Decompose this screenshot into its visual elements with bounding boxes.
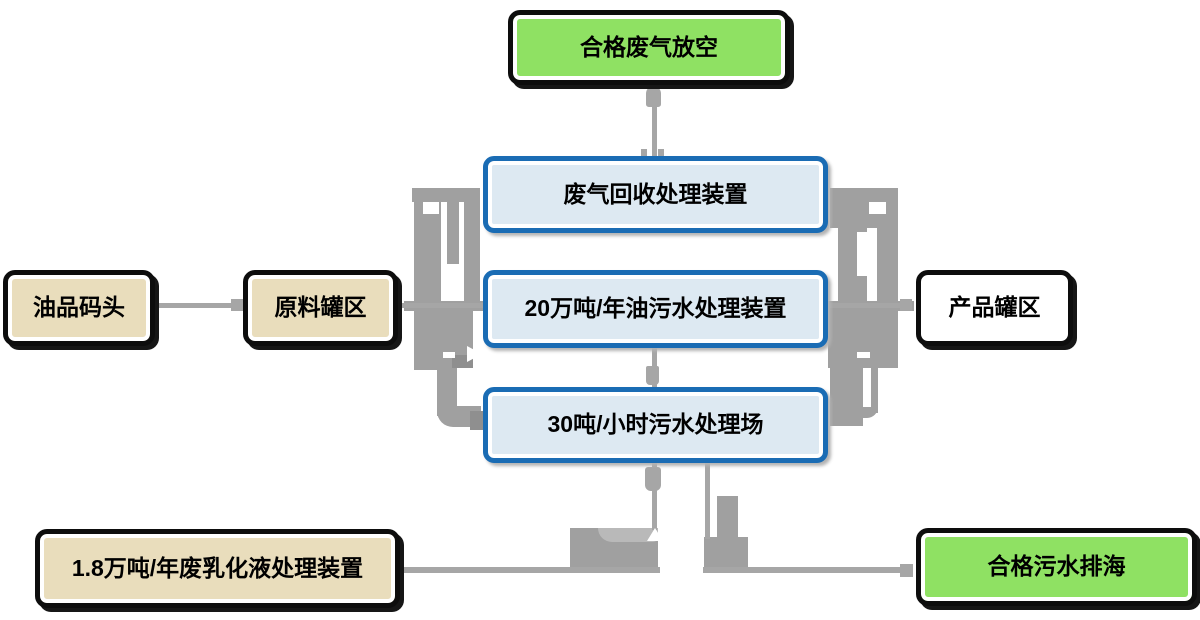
silhouette-cutout: [443, 352, 455, 358]
connector-sewage-down-1: [652, 462, 657, 530]
silhouette-shape: [464, 188, 480, 308]
silhouette-shape: [470, 411, 483, 430]
white-arrow-right-icon: [467, 346, 482, 362]
building: [704, 537, 748, 570]
node-qualified-waste-gas-vent: 合格废气放空: [508, 10, 790, 85]
node-label: 合格废气放空: [580, 33, 718, 60]
node-oil-dock: 油品码头: [3, 270, 155, 346]
silhouette-shape: [447, 188, 459, 264]
node-product-tank-area: 产品罐区: [916, 270, 1073, 346]
silhouette-shape: [828, 311, 898, 368]
node-oily-water-treatment-unit: 20万吨/年油污水处理装置: [483, 270, 828, 348]
node-label: 30吨/小时污水处理场: [547, 411, 764, 438]
connector-nub: [231, 299, 243, 311]
vessel-icon: [645, 467, 661, 491]
node-label: 20万吨/年油污水处理装置: [524, 295, 787, 322]
vessel-icon: [646, 366, 659, 385]
node-label: 产品罐区: [948, 294, 1041, 321]
node-label: 油品码头: [33, 294, 125, 321]
connector-nub: [641, 149, 647, 156]
silhouette-cutout: [423, 202, 439, 214]
connector-rawtank-to-plant: [398, 303, 484, 308]
silhouette-pipe: [871, 368, 878, 413]
silhouette-cutout: [857, 232, 869, 276]
connector-nub: [900, 564, 913, 577]
connector-dock-to-rawtank: [155, 303, 235, 308]
silhouette-pipe: [437, 368, 457, 416]
building-shade: [598, 528, 658, 542]
node-label: 废气回收处理装置: [563, 180, 748, 207]
tower: [717, 496, 738, 538]
connector-sewage-down-2: [705, 462, 710, 539]
silhouette-cutout: [869, 202, 886, 214]
connector-vent-to-gas-recovery: [652, 85, 657, 156]
white-arrow-up-icon: [647, 528, 663, 541]
connector-ground-right-to-sea: [703, 567, 903, 573]
silhouette-pipe: [848, 407, 878, 418]
silhouette-shape: [877, 202, 898, 308]
node-waste-emulsion-treatment-unit: 1.8万吨/年废乳化液处理装置: [35, 529, 400, 608]
connector-nub: [658, 149, 664, 156]
node-label: 原料罐区: [274, 294, 367, 321]
silhouette-cutout: [857, 352, 870, 358]
node-qualified-sewage-sea-discharge: 合格污水排海: [916, 528, 1197, 606]
connector-plant-to-producttank: [828, 303, 902, 308]
node-raw-material-tank-area: 原料罐区: [243, 270, 398, 346]
node-label: 合格污水排海: [987, 553, 1126, 580]
connector-emulsion-ground-left: [400, 567, 660, 573]
node-waste-gas-recovery-unit: 废气回收处理装置: [483, 156, 828, 233]
node-sewage-treatment-plant: 30吨/小时污水处理场: [483, 387, 828, 463]
connector-nub: [900, 299, 912, 311]
node-label: 1.8万吨/年废乳化液处理装置: [71, 554, 364, 581]
vent-stack-icon: [646, 86, 661, 107]
